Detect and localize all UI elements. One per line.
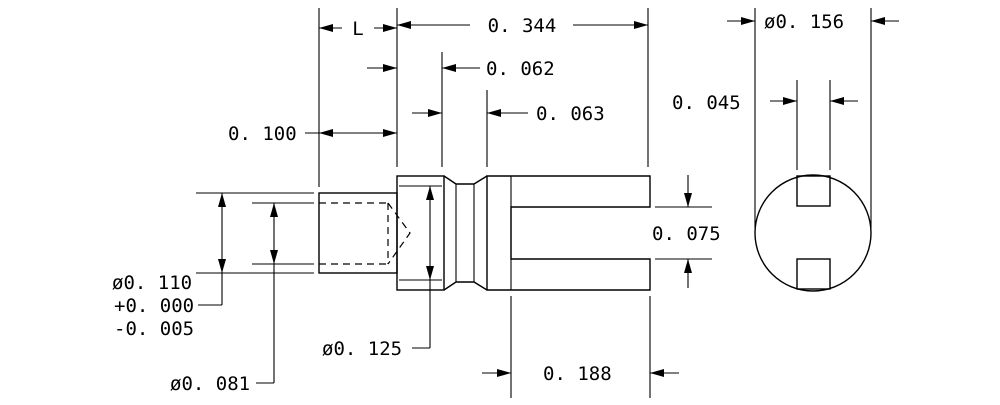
dim-overall-arrow-left (397, 21, 411, 29)
dim-neck-label: 0. 063 (536, 103, 605, 125)
dim-bore-arrow-top (270, 203, 278, 217)
side-view-part (318, 175, 651, 291)
dim-offset-arrow-left (319, 129, 333, 137)
dim-slot-label: 0. 075 (652, 223, 721, 245)
dim-offset-label: 0. 100 (228, 123, 297, 145)
dim-depth-label: 0. 188 (543, 363, 612, 385)
dim-shank-tol-plus: +0. 000 (114, 295, 194, 317)
dim-offset-arrow-right (383, 129, 397, 137)
end-view-slot-bottom (796, 258, 831, 290)
top-dimensions: L 0. 344 0. 062 0. 063 0. 100 (228, 8, 649, 187)
dim-overall-arrow-right (634, 21, 648, 29)
dim-end-slot-arrow-left (783, 97, 797, 105)
neck-outline (443, 175, 488, 291)
end-view-slot-top (796, 175, 831, 207)
dim-head-arrow-right (871, 17, 885, 25)
dim-overall-label: 0. 344 (488, 15, 557, 37)
dim-L-arrow-right (383, 24, 397, 32)
dim-collar-arrow-top (426, 186, 434, 200)
dim-slot-arrow-bottom (684, 259, 692, 273)
dim-depth-arrow-right (650, 369, 664, 377)
dim-neck-arrow-left (428, 109, 442, 117)
shank-outline (318, 192, 398, 274)
dim-step-label: 0. 062 (486, 58, 555, 80)
dim-bore-label: ø0. 081 (170, 373, 250, 395)
dim-slot-arrow-top (684, 193, 692, 207)
dim-shank-arrow-bottom (218, 259, 226, 273)
slot-depth-dimension: 0. 188 (482, 296, 679, 398)
dim-head-label: ø0. 156 (764, 11, 844, 33)
dim-bore-arrow-bottom (270, 250, 278, 264)
dim-step-arrow-left (383, 64, 397, 72)
dim-L-arrow-left (319, 24, 333, 32)
dim-head-arrow-left (741, 17, 755, 25)
dim-collar-arrow-bottom (426, 266, 434, 280)
dim-shank-tol-minus: -0. 005 (114, 318, 194, 340)
dim-L-label: L (352, 18, 363, 40)
dim-end-slot-label: 0. 045 (672, 92, 741, 114)
end-view-circle (754, 174, 872, 292)
dim-step-arrow-right (442, 64, 456, 72)
dim-depth-arrow-left (497, 369, 511, 377)
dim-shank-label: ø0. 110 (112, 272, 192, 294)
dim-end-slot-arrow-right (830, 97, 844, 105)
dim-neck-arrow-right (487, 109, 501, 117)
diameter-dimensions: ø0. 110 +0. 000 -0. 005 ø0. 081 ø0. 125 (112, 186, 434, 395)
end-view: ø0. 156 0. 045 (672, 8, 899, 292)
dim-collar-label: ø0. 125 (322, 338, 402, 360)
slot-width-dimension: 0. 075 (652, 175, 721, 288)
collar-outline (396, 175, 445, 291)
dim-shank-arrow-top (218, 193, 226, 207)
bore-drill-point (387, 202, 411, 265)
